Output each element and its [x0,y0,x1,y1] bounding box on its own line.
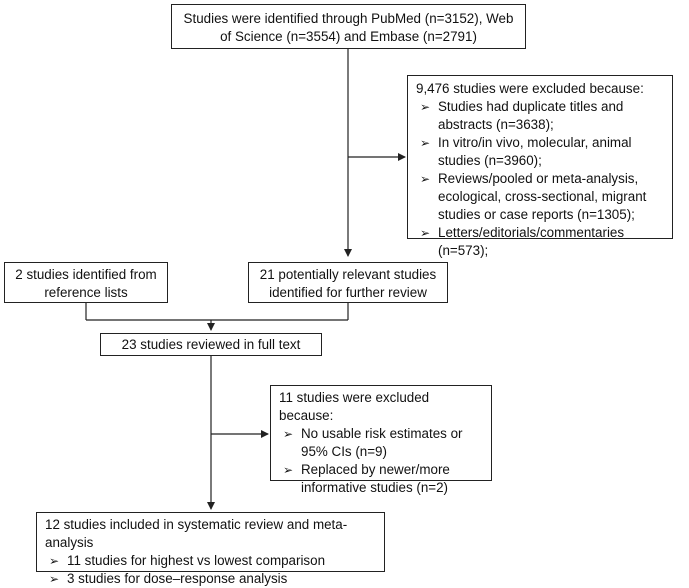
excluded1-heading: 9,476 studies were excluded because: [416,81,644,96]
excluded1-list: ➢Studies had duplicate titles and abstra… [416,98,664,260]
arrow-bullet-icon: ➢ [420,100,431,114]
relevant-text: 21 potentially relevant studies identifi… [259,267,437,300]
identified-text: Studies were identified through PubMed (… [183,11,514,44]
arrow-bullet-icon: ➢ [49,554,60,568]
list-item: ➢In vitro/in vivo, molecular, animal stu… [420,135,632,168]
box-relevant-studies: 21 potentially relevant studies identifi… [248,262,448,303]
list-item: ➢Studies had duplicate titles and abstra… [420,99,624,132]
excluded2-heading: 11 studies were excluded because: [279,390,430,423]
included-list: ➢11 studies for highest vs lowest compar… [45,552,376,588]
arrow-bullet-icon: ➢ [420,136,431,150]
included-heading: 12 studies included in systematic review… [45,517,348,550]
box-identified: Studies were identified through PubMed (… [171,4,526,49]
arrow-bullet-icon: ➢ [283,427,294,441]
arrow-bullet-icon: ➢ [49,572,60,586]
list-item: ➢Reviews/pooled or meta-analysis, ecolog… [420,171,647,222]
arrow-bullet-icon: ➢ [283,463,294,477]
box-fulltext: 23 studies reviewed in full text [100,333,322,356]
list-item: ➢3 studies for dose–response analysis [49,571,288,586]
list-item: ➢11 studies for highest vs lowest compar… [49,553,326,568]
box-excluded-fulltext: 11 studies were excluded because: ➢No us… [270,385,492,495]
list-item: ➢Replaced by newer/more informative stud… [283,462,450,495]
box-included: 12 studies included in systematic review… [36,512,385,586]
list-item: ➢Letters/editorials/commentaries (n=573)… [420,225,625,258]
excluded2-list: ➢No usable risk estimates or 95% CIs (n=… [279,425,483,497]
box-reference-lists: 2 studies identified from reference list… [4,262,168,303]
arrow-bullet-icon: ➢ [420,172,431,186]
fulltext-text: 23 studies reviewed in full text [121,337,301,352]
reference-text: 2 studies identified from reference list… [15,267,157,300]
box-excluded-screening: 9,476 studies were excluded because: ➢St… [407,75,673,258]
list-item: ➢No usable risk estimates or 95% CIs (n=… [283,426,463,459]
arrow-bullet-icon: ➢ [420,226,431,240]
